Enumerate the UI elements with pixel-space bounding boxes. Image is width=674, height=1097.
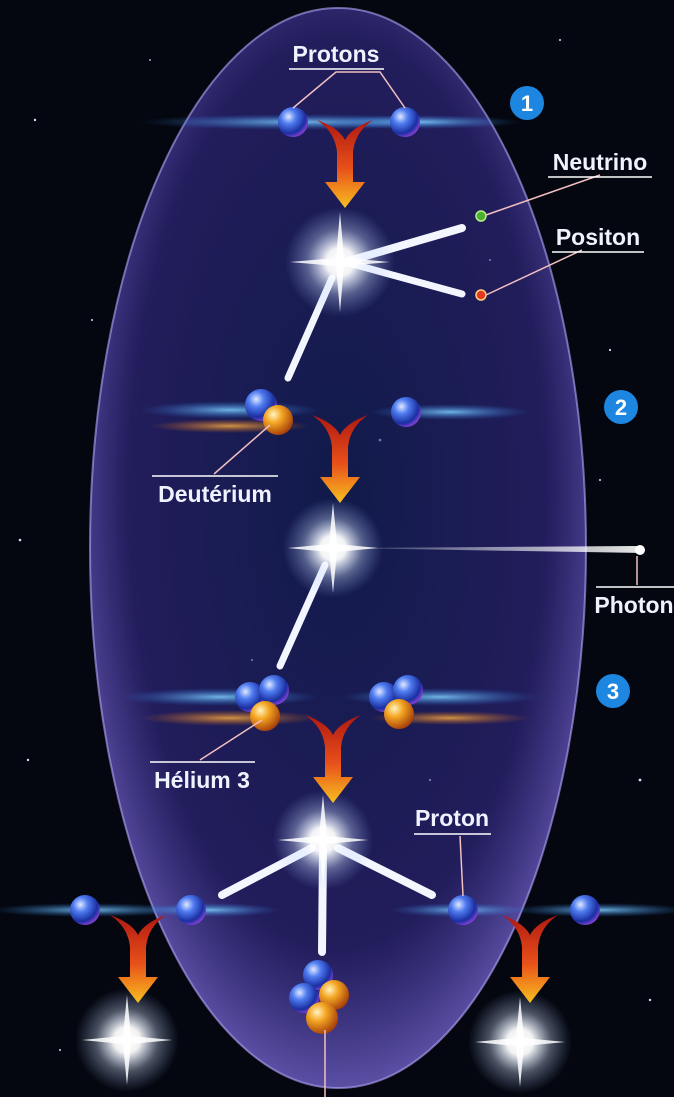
neutrino-particle: [476, 211, 486, 221]
svg-text:1: 1: [521, 91, 533, 116]
label-proton: Proton: [415, 805, 489, 831]
neutron-particle: [384, 699, 414, 729]
step-badge-3: 3: [596, 674, 630, 708]
label-photon: Photon: [594, 592, 673, 618]
energy-flash-3: [273, 790, 373, 890]
energy-flash-5: [468, 990, 572, 1094]
proton-particle: [70, 895, 100, 925]
label-positon: Positon: [556, 224, 640, 250]
proton-particle: [390, 107, 420, 137]
positon-particle: [476, 290, 486, 300]
neutron-particle: [263, 405, 293, 435]
energy-flash-1: [285, 207, 395, 317]
step-badge-1: 1: [510, 86, 544, 120]
energy-flash-2: [283, 498, 383, 598]
svg-text:3: 3: [607, 679, 619, 704]
label-neutrino: Neutrino: [553, 149, 648, 175]
neutron-particle: [250, 701, 280, 731]
proton-particle: [176, 895, 206, 925]
label-deuterium: Deutérium: [158, 481, 272, 507]
energy-flash-4: [75, 988, 179, 1092]
label-protons: Protons: [293, 41, 380, 67]
svg-text:2: 2: [615, 395, 627, 420]
proton-particle: [448, 895, 478, 925]
proton-particle: [278, 107, 308, 137]
proton-particle: [259, 675, 289, 705]
label-helium3: Hélium 3: [154, 767, 250, 793]
step-badge-2: 2: [604, 390, 638, 424]
neutron-particle: [306, 1002, 338, 1034]
proton-particle: [391, 397, 421, 427]
proton-particle: [570, 895, 600, 925]
photon-particle: [635, 545, 645, 555]
